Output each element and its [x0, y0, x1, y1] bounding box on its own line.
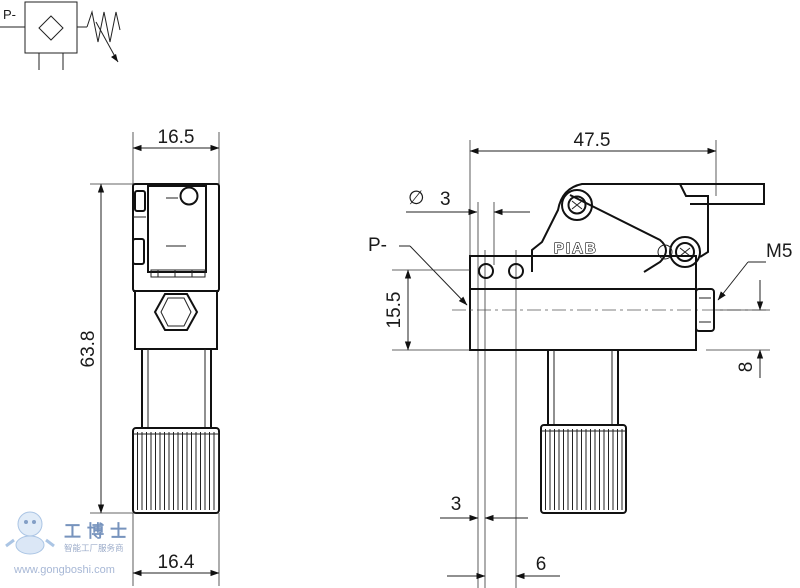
leader-thread-m5 [717, 261, 749, 301]
dim-hole-spacing: 6 [536, 554, 547, 575]
dim-bottom-offset: 3 [451, 494, 462, 515]
valve-diamond [38, 15, 64, 41]
side-knurled-knob [132, 427, 220, 514]
side-stem [141, 348, 212, 429]
dim-body-height: 15.5 [384, 292, 405, 329]
dim-side-width-bottom: 16.4 [158, 552, 195, 573]
front-port-hole-1 [478, 263, 494, 279]
label-thread-m5: M5 [766, 241, 792, 262]
dim-diameter-sign: ∅ [408, 188, 425, 209]
front-lever-arm [569, 194, 667, 273]
label-port-p: P- [368, 235, 387, 256]
leader-port-p [409, 245, 468, 306]
front-stem [547, 349, 619, 426]
spring-icon [86, 10, 121, 43]
valve-box [24, 1, 78, 54]
dim-hole-diameter: 3 [440, 189, 451, 210]
symbol-port-label: P- [3, 7, 16, 22]
front-m5-fitting [695, 288, 715, 332]
front-lever-tab [680, 183, 765, 205]
side-view: 16.5 63.8 16.4 [78, 127, 220, 586]
side-lever-housing [147, 185, 207, 273]
dim-thread-offset: 8 [736, 362, 757, 373]
front-roller-boss [669, 236, 701, 268]
front-view: 47.5 ∅ 3 P- PIAB [368, 130, 792, 588]
watermark-subtitle: 智能工厂服务商 [64, 543, 124, 554]
side-hex-nut [153, 293, 199, 331]
watermark-mascot-icon [5, 511, 55, 555]
watermark: 工博士 智能工厂服务商 www.gongboshi.com [5, 511, 133, 576]
front-knurled-knob [540, 424, 627, 514]
front-pivot-boss [561, 189, 593, 221]
dim-side-width-top: 16.5 [158, 127, 195, 148]
front-lever-body [531, 183, 709, 272]
side-pivot-screw [179, 186, 199, 206]
watermark-url: www.gongboshi.com [13, 564, 115, 576]
brand-logo-piab: PIAB [554, 240, 598, 257]
dim-side-height: 63.8 [78, 331, 99, 368]
watermark-title: 工博士 [64, 521, 133, 542]
dim-front-width: 47.5 [574, 130, 611, 151]
front-port-hole-2 [508, 263, 524, 279]
front-body-block [469, 255, 697, 351]
pneumatic-symbol: P- [0, 1, 121, 70]
